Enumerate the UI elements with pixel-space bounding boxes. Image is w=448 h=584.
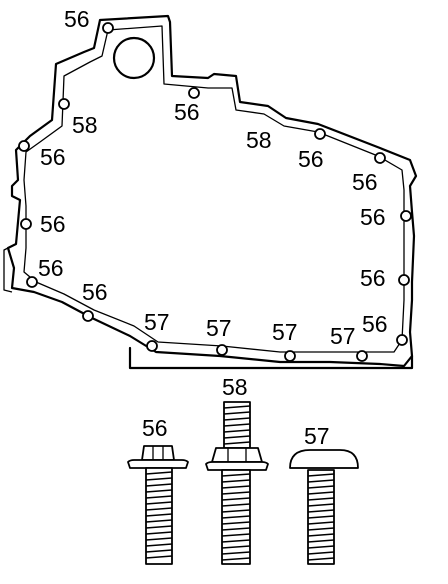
callout-label: 56 [298, 146, 324, 172]
callout-label: 57 [272, 319, 298, 345]
bolt-hole [146, 340, 158, 352]
round-head-bolt-label: 57 [304, 423, 330, 449]
stud-bolt-upper-threads [223, 405, 251, 445]
bolt-hole [20, 218, 32, 230]
bolt-hole [102, 22, 114, 34]
stud-bolt: 58 [205, 374, 269, 565]
callout-label: 56 [40, 211, 66, 237]
bolt-holes [18, 22, 412, 362]
callout-label: 56 [360, 204, 386, 230]
callout-label: 57 [144, 309, 170, 335]
callout-labels: 56 56 58 58 56 56 56 56 56 56 56 56 57 5… [38, 6, 388, 349]
flange-bolt: 56 [127, 415, 189, 565]
callout-label: 56 [82, 279, 108, 305]
bolt-hole [314, 128, 326, 140]
callout-label: 56 [360, 265, 386, 291]
callout-label: 56 [362, 311, 388, 337]
bolt-hole [400, 210, 412, 222]
flange-bolt-label: 56 [142, 415, 168, 441]
callout-label: 56 [64, 6, 90, 32]
callout-label: 58 [72, 112, 98, 138]
bolt-hole [216, 344, 228, 356]
stud-bolt-label: 58 [222, 374, 248, 400]
callout-label: 56 [40, 144, 66, 170]
round-head-bolt-threads [307, 473, 335, 561]
bolt-hole [396, 334, 408, 346]
gasket-outline [3, 14, 418, 370]
callout-label: 56 [352, 169, 378, 195]
callout-label: 57 [206, 315, 232, 341]
round-head-bolt: 57 [289, 423, 359, 565]
callout-label: 58 [246, 127, 272, 153]
bolt-hole [398, 274, 410, 286]
callout-label: 56 [174, 99, 200, 125]
bolt-hole [82, 310, 94, 322]
bolt-hole [284, 350, 296, 362]
callout-label: 56 [38, 255, 64, 281]
bolt-hole [374, 152, 386, 164]
bolt-hole [26, 276, 38, 288]
bolt-hole [18, 140, 30, 152]
bolt-hole [188, 87, 200, 99]
stud-bolt-lower-threads [221, 473, 251, 561]
flange-bolt-threads [145, 471, 173, 559]
callout-label: 57 [330, 323, 356, 349]
bolt-hole [58, 98, 70, 110]
bolt-hole [356, 350, 368, 362]
